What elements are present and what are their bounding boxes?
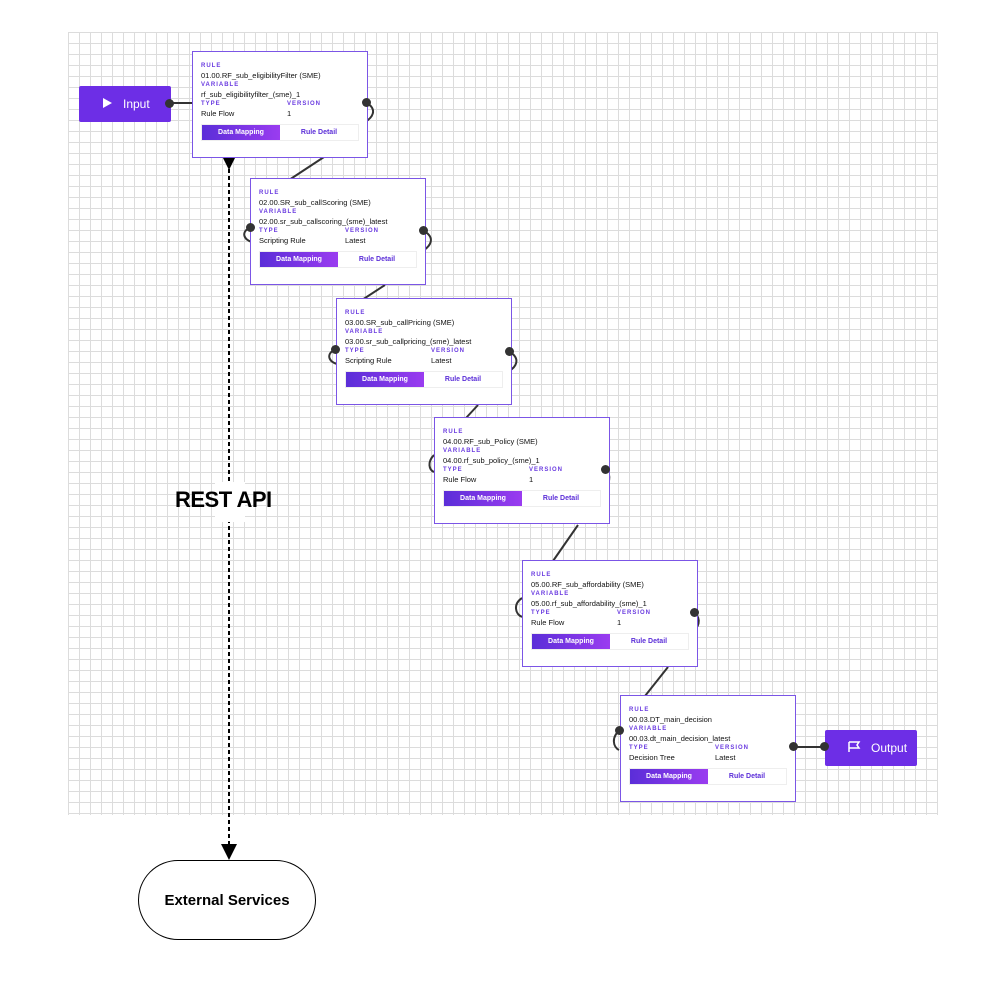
rule-name: 03.00.SR_sub_callPricing (SME) bbox=[345, 318, 455, 327]
output-port[interactable] bbox=[690, 608, 699, 617]
type-label: TYPE bbox=[345, 348, 365, 354]
version-value: 1 bbox=[529, 475, 534, 484]
variable-label: VARIABLE bbox=[629, 726, 668, 732]
rule-card[interactable]: RULE 05.00.RF_sub_affordability (SME) VA… bbox=[522, 560, 698, 667]
input-port[interactable] bbox=[165, 99, 174, 108]
flag-icon bbox=[847, 740, 861, 756]
version-value: Latest bbox=[715, 753, 736, 762]
rest-api-label: REST API bbox=[175, 487, 272, 512]
rule-label: RULE bbox=[629, 707, 650, 713]
version-value: 1 bbox=[617, 618, 622, 627]
type-label: TYPE bbox=[629, 745, 649, 751]
output-port[interactable] bbox=[601, 465, 610, 474]
data-mapping-button[interactable]: Data Mapping bbox=[202, 125, 280, 140]
variable-name: 00.03.dt_main_decision_latest bbox=[629, 734, 731, 743]
input-node-label: Input bbox=[123, 97, 150, 111]
rule-detail-button[interactable]: Rule Detail bbox=[424, 372, 502, 387]
rule-name: 01.00.RF_sub_eligibilityFilter (SME) bbox=[201, 71, 321, 80]
variable-label: VARIABLE bbox=[345, 329, 384, 335]
output-port[interactable] bbox=[789, 742, 798, 751]
version-value: Latest bbox=[345, 236, 366, 245]
version-label: VERSION bbox=[529, 467, 564, 473]
rule-name: 00.03.DT_main_decision bbox=[629, 715, 712, 724]
rule-card[interactable]: RULE 02.00.SR_sub_callScoring (SME) VARI… bbox=[250, 178, 426, 285]
output-node-label: Output bbox=[871, 741, 908, 755]
rule-name: 04.00.RF_sub_Policy (SME) bbox=[443, 437, 538, 446]
rule-label: RULE bbox=[201, 63, 222, 69]
type-value: Rule Flow bbox=[531, 618, 565, 627]
input-node[interactable]: Input bbox=[79, 86, 171, 122]
variable-name: rf_sub_eligibilityfilter_(sme)_1 bbox=[201, 90, 301, 99]
data-mapping-button[interactable]: Data Mapping bbox=[532, 634, 610, 649]
version-value: 1 bbox=[287, 109, 292, 118]
rule-label: RULE bbox=[443, 429, 464, 435]
rule-label: RULE bbox=[345, 310, 366, 316]
rule-name: 05.00.RF_sub_affordability (SME) bbox=[531, 580, 644, 589]
input-port[interactable] bbox=[615, 726, 624, 735]
version-label: VERSION bbox=[345, 228, 380, 234]
rule-label: RULE bbox=[259, 190, 280, 196]
rule-detail-button[interactable]: Rule Detail bbox=[280, 125, 358, 140]
type-value: Rule Flow bbox=[201, 109, 235, 118]
output-node[interactable]: Output bbox=[825, 730, 917, 766]
data-mapping-button[interactable]: Data Mapping bbox=[260, 252, 338, 267]
rule-card[interactable]: RULE 00.03.DT_main_decision VARIABLE 00.… bbox=[620, 695, 796, 802]
version-value: Latest bbox=[431, 356, 452, 365]
rule-card[interactable]: RULE 01.00.RF_sub_eligibilityFilter (SME… bbox=[192, 51, 368, 158]
play-icon bbox=[101, 97, 113, 112]
external-services-node: External Services bbox=[138, 860, 316, 940]
output-port[interactable] bbox=[419, 226, 428, 235]
type-label: TYPE bbox=[531, 610, 551, 616]
version-label: VERSION bbox=[287, 101, 322, 107]
output-port[interactable] bbox=[505, 347, 514, 356]
version-label: VERSION bbox=[617, 610, 652, 616]
rule-detail-button[interactable]: Rule Detail bbox=[610, 634, 688, 649]
variable-label: VARIABLE bbox=[201, 82, 240, 88]
variable-label: VARIABLE bbox=[259, 209, 298, 215]
input-port[interactable] bbox=[331, 345, 340, 354]
rule-detail-button[interactable]: Rule Detail bbox=[708, 769, 786, 784]
variable-label: VARIABLE bbox=[443, 448, 482, 454]
output-node-port[interactable] bbox=[820, 742, 829, 751]
variable-label: VARIABLE bbox=[531, 591, 570, 597]
input-port[interactable] bbox=[246, 223, 255, 232]
variable-name: 02.00.sr_sub_callscoring_(sme)_latest bbox=[259, 217, 388, 226]
external-services-label: External Services bbox=[164, 891, 290, 909]
version-label: VERSION bbox=[431, 348, 466, 354]
rule-label: RULE bbox=[531, 572, 552, 578]
data-mapping-button[interactable]: Data Mapping bbox=[444, 491, 522, 506]
type-value: Rule Flow bbox=[443, 475, 477, 484]
variable-name: 04.00.rf_sub_policy_(sme)_1 bbox=[443, 456, 540, 465]
rule-card[interactable]: RULE 03.00.SR_sub_callPricing (SME) VARI… bbox=[336, 298, 512, 405]
rule-detail-button[interactable]: Rule Detail bbox=[522, 491, 600, 506]
type-value: Scripting Rule bbox=[259, 236, 306, 245]
data-mapping-button[interactable]: Data Mapping bbox=[346, 372, 424, 387]
rule-detail-button[interactable]: Rule Detail bbox=[338, 252, 416, 267]
data-mapping-button[interactable]: Data Mapping bbox=[630, 769, 708, 784]
variable-name: 05.00.rf_sub_affordability_(sme)_1 bbox=[531, 599, 647, 608]
output-port[interactable] bbox=[362, 98, 371, 107]
type-label: TYPE bbox=[201, 101, 221, 107]
type-label: TYPE bbox=[443, 467, 463, 473]
type-value: Scripting Rule bbox=[345, 356, 392, 365]
variable-name: 03.00.sr_sub_callpricing_(sme)_latest bbox=[345, 337, 472, 346]
version-label: VERSION bbox=[715, 745, 750, 751]
type-label: TYPE bbox=[259, 228, 279, 234]
rule-card[interactable]: RULE 04.00.RF_sub_Policy (SME) VARIABLE … bbox=[434, 417, 610, 524]
rule-name: 02.00.SR_sub_callScoring (SME) bbox=[259, 198, 371, 207]
type-value: Decision Tree bbox=[629, 753, 675, 762]
